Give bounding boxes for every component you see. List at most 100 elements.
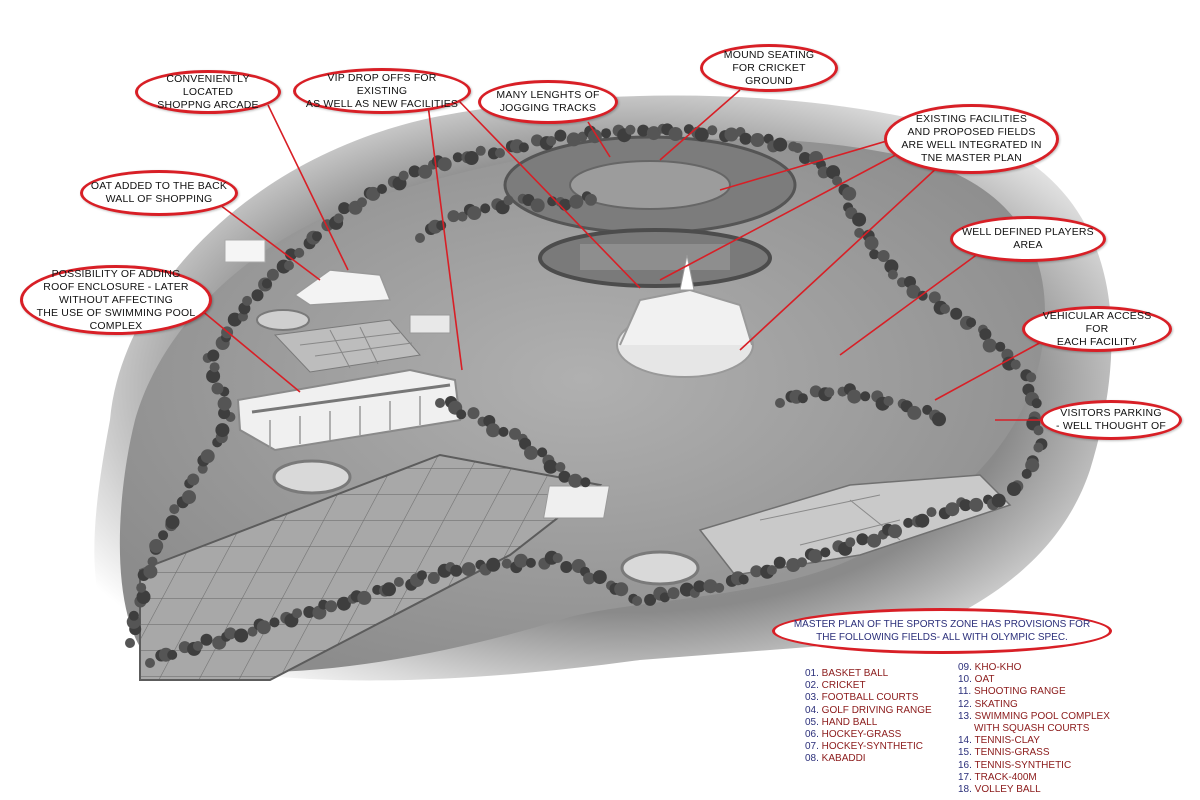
legend-item: 16. TENNIS-SYNTHETIC [958,760,1110,772]
tree [792,143,803,153]
tree [456,409,467,420]
tree [543,459,558,474]
legend-item-name: TENNIS-CLAY [971,735,1040,747]
tree [224,627,237,640]
tree [501,558,512,569]
tree [714,582,725,593]
tree [979,328,992,341]
leader-shopping-arcade [267,104,349,271]
tree [206,369,221,384]
legend-item-number: 12. [958,698,972,710]
leader-existing-facilities-2 [659,149,906,281]
legend-item-name: OAT [971,674,995,686]
callout-jogging-tracks: MANY LENGHTS OF JOGGING TRACKS [478,80,618,124]
tree [659,592,670,603]
tree [518,142,529,153]
tree [169,504,180,515]
tree [799,152,811,164]
legend-item-name: SWIMMING POOL COMPLEX [971,710,1110,722]
legend-item-name: HOCKEY-SYNTHETIC [818,741,923,753]
tree [1033,442,1044,453]
tree [415,233,425,243]
tree [1031,398,1042,409]
legend-item-number: 03. [805,692,819,704]
tree [982,338,997,353]
legend-item-name: HAND BALL [818,716,878,728]
tree [251,289,264,302]
tree [467,407,480,420]
tree [860,391,871,402]
legend-item-number: 11. [958,686,972,698]
tree [922,404,933,415]
tree [707,125,718,136]
tree [847,389,862,404]
legend-item-number: 17. [958,771,972,783]
legend-title: MASTER PLAN OF THE SPORTS ZONE HAS PROVI… [772,608,1112,654]
legend-item-name: GOLF DRIVING RANGE [818,704,932,716]
callout-shopping-arcade: CONVENIENTLY LOCATED SHOPPNG ARCADE [135,70,281,114]
legend-item: 08. KABADDI [805,753,932,765]
tree [452,152,463,163]
tree [450,564,463,577]
tree [418,164,433,179]
legend-item-number: 18. [958,784,972,796]
tree [842,186,857,201]
tree [207,349,220,362]
tree [991,493,1006,508]
leader-vip-drop-offs-1 [427,104,463,371]
legend-item-name: SKATING [971,698,1018,710]
tree [211,382,224,395]
tree [775,398,785,408]
legend-item: 07. HOCKEY-SYNTHETIC [805,741,932,753]
leader-vehicular-access [934,339,1046,401]
tree [884,259,899,274]
tree [398,170,409,181]
legend-item-number: 09. [958,662,972,673]
tree [568,473,583,488]
tree [854,227,865,238]
callout-vip-drop-offs: VIP DROP OFFS FOR EXISTING AS WELL AS NE… [293,68,471,114]
tree [242,295,253,306]
tree [256,620,271,635]
tree [632,595,643,606]
tree [637,124,650,137]
tree [966,317,977,328]
tree [926,507,937,518]
tree [503,195,514,206]
tree [285,248,297,261]
tree [182,490,196,505]
legend-item-number: 04. [805,704,819,716]
legend-item-name: BASKET BALL [818,668,889,679]
legend-item-name: VOLLEY BALL [971,784,1041,796]
leader-oat-back-wall [219,204,321,281]
tree [614,582,629,597]
legend-item-name: SHOOTING RANGE [971,686,1066,698]
tree [808,549,823,564]
tree [1025,458,1040,473]
tree [583,572,596,585]
tree [773,556,786,569]
tree [906,284,921,299]
tree [832,175,843,186]
legend-item: 03. FOOTBALL COURTS [805,692,932,704]
tree [773,137,788,152]
legend-item-number: 07. [805,741,819,753]
legend-item-name: TRACK-400M [971,771,1037,783]
tree [408,165,421,178]
tree [147,556,158,567]
tree [1007,482,1021,496]
leader-existing-facilities-3 [739,164,941,351]
tree [266,268,279,281]
tree [559,198,571,211]
legend-item-name: CRICKET [818,680,866,692]
tree [382,582,396,597]
leader-players-area [839,244,991,356]
tree [852,212,867,227]
tree [945,502,960,517]
tree [856,533,869,546]
tree [959,499,972,512]
tree [525,557,536,568]
leader-roof-enclosure [194,304,301,393]
tree [932,412,946,427]
leader-jogging-tracks [587,121,611,158]
